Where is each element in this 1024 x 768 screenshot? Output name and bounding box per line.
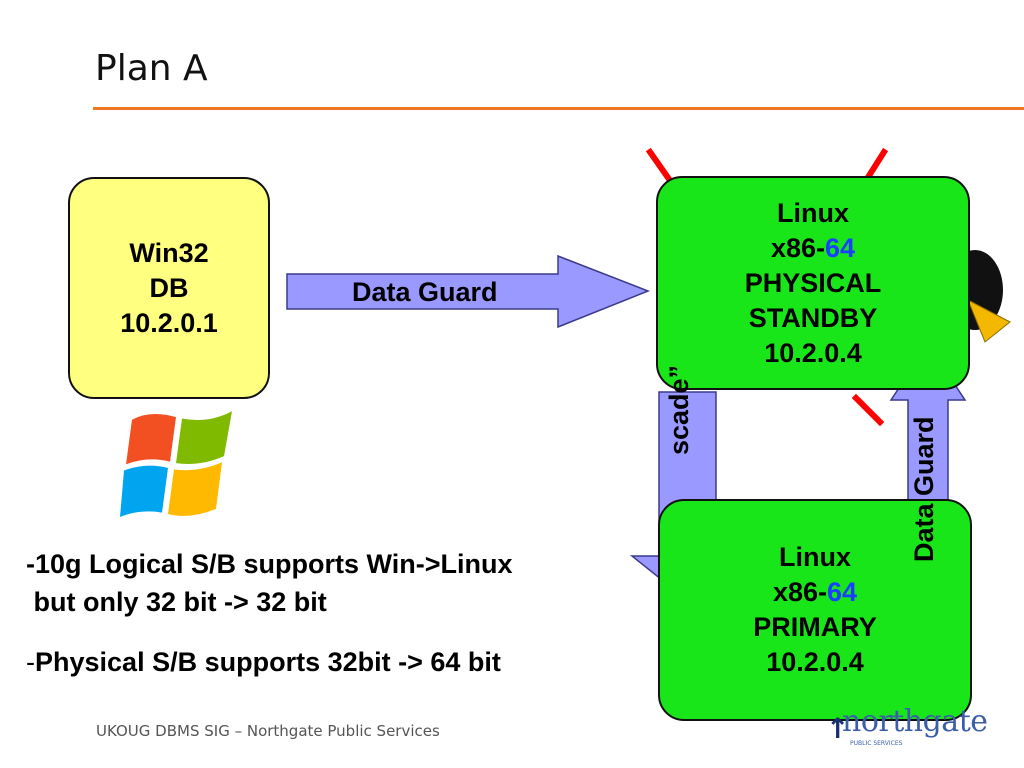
linux-primary-box: Linux x86-64 PRIMARY 10.2.0.4	[658, 499, 972, 721]
northgate-logo-subtext: PUBLIC SERVICES	[850, 740, 903, 747]
standby-line-2: x86-64	[771, 231, 855, 266]
northgate-logo: northgate	[842, 704, 988, 739]
data-guard-arrow-label: Data Guard	[352, 277, 498, 307]
bullet-list: -10g Logical S/B supports Win->Linux but…	[26, 545, 513, 681]
bullet-2: -Physical S/B supports 32bit -> 64 bit	[26, 643, 513, 681]
win-line-1: Win32	[129, 237, 209, 268]
standby-line-4: STANDBY	[748, 302, 878, 333]
northgate-arrow-icon: ↑	[826, 712, 850, 745]
standby-line-3: PHYSICAL	[744, 267, 882, 298]
windows-logo-icon	[120, 411, 232, 517]
vertical-data-guard-label: Data Guard	[909, 416, 939, 562]
bullet-2-dash: -	[26, 647, 35, 677]
standby-arch-prefix: x86-	[770, 232, 825, 263]
bullet-1-line-1: -10g Logical S/B supports Win->Linux	[26, 549, 513, 579]
slide-title: Plan A	[95, 48, 208, 89]
primary-line-3: PRIMARY	[753, 612, 877, 642]
primary-line-2: x86-64	[773, 575, 857, 610]
data-guard-arrow	[286, 254, 651, 329]
primary-line-4: 10.2.0.4	[766, 647, 864, 677]
win-line-2: DB	[149, 272, 189, 303]
linux-standby-box: Linux x86-64 PHYSICAL STANDBY 10.2.0.4	[656, 176, 970, 390]
cascade-arrow-label: scade”	[664, 364, 694, 455]
standby-arch-bits: 64	[825, 232, 856, 263]
standby-line-1: Linux	[777, 197, 849, 228]
primary-arch-prefix: x86-	[772, 577, 827, 607]
primary-line-1: Linux	[779, 542, 851, 572]
title-rule	[93, 107, 1024, 110]
win-line-3: 10.2.0.1	[120, 307, 218, 338]
win32-db-box: Win32 DB 10.2.0.1	[68, 177, 270, 399]
standby-line-5: 10.2.0.4	[764, 337, 862, 368]
bullet-1-line-2: but only 32 bit -> 32 bit	[26, 587, 327, 617]
primary-arch-bits: 64	[827, 577, 858, 607]
footer-text: UKOUG DBMS SIG – Northgate Public Servic…	[96, 722, 440, 740]
bullet-2-text: Physical S/B supports 32bit -> 64 bit	[35, 647, 501, 677]
